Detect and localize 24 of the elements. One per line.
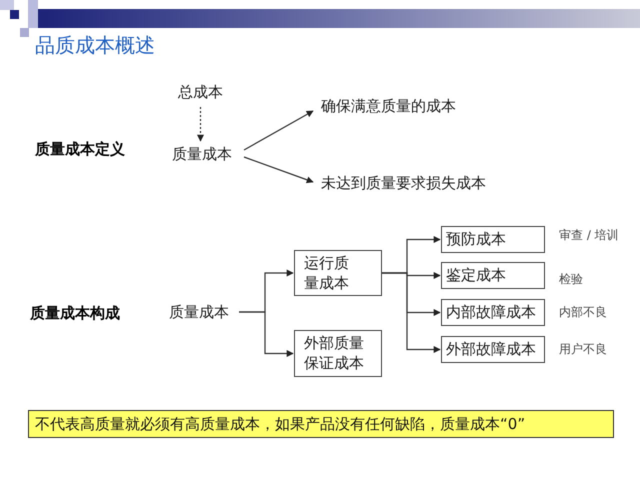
cost-box: 外部质量保证成本 [294,330,382,377]
arrow [197,107,204,142]
cost-term: 质量成本 [172,144,232,164]
cost-term: 未达到质量要求损失成本 [321,173,486,193]
cost-term: 质量成本 [169,302,229,322]
cost-box: 运行质量成本 [294,250,382,296]
cost-box: 鉴定成本 [441,262,545,289]
arrow [244,156,314,184]
note-text: 检验 [559,271,583,287]
note-text: 内部不良 [559,304,607,320]
section-label: 质量成本定义 [35,139,125,159]
section-label: 质量成本构成 [30,303,120,323]
note-banner: 不代表高质量就必须有高质量成本，如果产品没有任何缺陷，质量成本“0” [28,410,614,438]
cost-term: 确保满意质量的成本 [321,96,456,116]
cost-box: 内部故障成本 [441,299,545,326]
cost-box: 预防成本 [441,226,545,253]
arrow [244,110,314,151]
cost-term: 总成本 [178,82,223,102]
arrow [382,272,441,353]
note-text: 用户不良 [559,341,607,357]
note-text: 审查 / 培训 [559,227,619,243]
arrow [239,311,294,357]
slide-title: 品质成本概述 [35,32,155,58]
cost-box: 外部故障成本 [441,336,545,363]
